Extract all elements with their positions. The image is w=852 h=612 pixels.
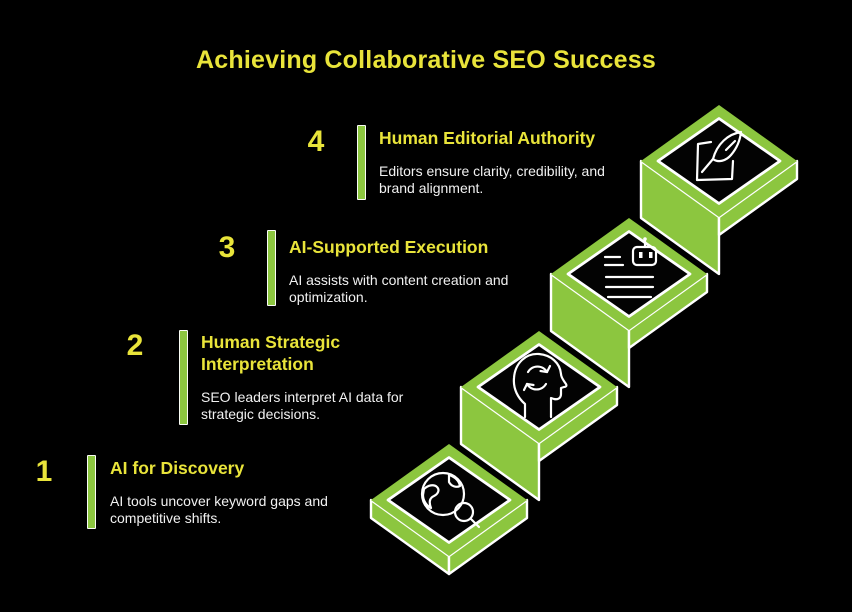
quill-note-icon [695, 130, 743, 182]
step-description: AI tools uncover keyword gaps and compet… [110, 493, 328, 526]
head-refresh-icon [512, 352, 568, 419]
step-description: Editors ensure clarity, credibility, and… [379, 163, 605, 196]
staircase-step-4 [639, 105, 799, 276]
step-number: 2 [126, 329, 144, 362]
accent-bar [357, 125, 366, 200]
step-description: SEO leaders interpret AI data for strate… [201, 389, 404, 422]
accent-bar [87, 455, 96, 529]
step-title: AI-Supported Execution [289, 237, 489, 257]
staircase-step-3 [549, 218, 709, 389]
step-description: AI assists with content creation and opt… [289, 272, 509, 305]
robot-text-icon [603, 237, 658, 299]
globe-search-icon [420, 471, 481, 529]
step-number: 3 [218, 231, 236, 264]
staircase-step-1 [369, 444, 529, 576]
step-title: Human Editorial Authority [379, 128, 596, 148]
staircase-step-2 [459, 331, 619, 502]
accent-bar [267, 230, 276, 306]
step-title: AI for Discovery [110, 458, 245, 478]
step-number: 4 [307, 125, 325, 158]
step-title: Human Strategic Interpretation [201, 332, 341, 374]
accent-bar [179, 330, 188, 425]
page-title: Achieving Collaborative SEO Success [196, 46, 656, 74]
step-number: 1 [35, 455, 53, 488]
